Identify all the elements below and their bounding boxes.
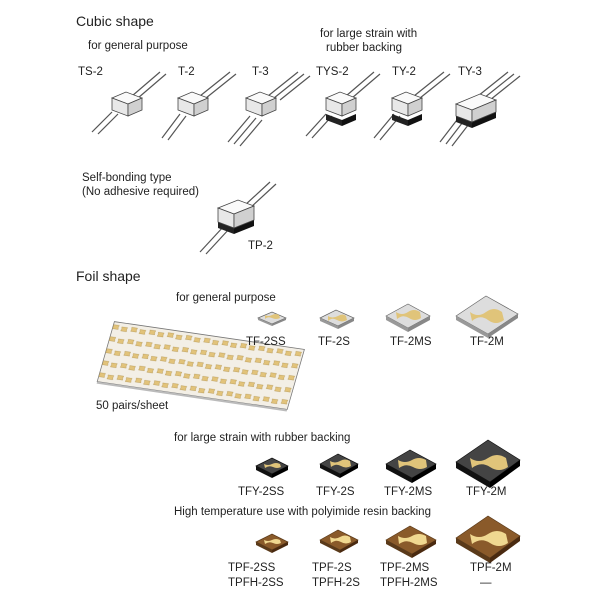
foil-polyimide-item: TPF-2M (470, 562, 512, 574)
cubic-shape-heading: Cubic shape (76, 13, 154, 29)
foil-polyimide-item: TPF-2S (312, 562, 352, 574)
cubic-item-label: TS-2 (78, 66, 103, 78)
foil-polyimide-h-item: TPFH-2MS (380, 577, 438, 589)
foil-rubber-item: TFY-2SS (238, 486, 285, 498)
cubic-large-strain-label-1: for large strain with (320, 28, 418, 40)
tfy-2m-icon (455, 439, 521, 488)
ty3-gauge-icon (439, 71, 521, 147)
foil-general-item: TF-2S (318, 336, 350, 348)
tp2-label: TP-2 (248, 240, 273, 252)
tpf-2m-icon (455, 515, 521, 563)
foil-general-item: TF-2MS (390, 336, 432, 348)
tf-2ss-icon (257, 311, 287, 326)
sheet-label: 50 pairs/sheet (96, 400, 169, 412)
self-bonding-label-1: Self-bonding type (82, 172, 172, 184)
foil-polyimide-item: TPF-2SS (228, 562, 276, 574)
foil-rubber-item: TFY-2MS (384, 486, 433, 498)
foil-sheet-icon (96, 321, 305, 412)
tpf-2ms-icon (385, 525, 437, 558)
foil-general-label: for general purpose (176, 292, 276, 304)
tf-2m-icon (455, 295, 519, 338)
cubic-item-label: TY-2 (392, 66, 416, 78)
foil-polyimide-h-item: TPFH-2SS (228, 577, 284, 589)
tfy-2s-icon (319, 453, 359, 478)
tfy-2ms-icon (385, 449, 437, 483)
tpf-2ss-icon (255, 533, 289, 553)
tf-2s-icon (319, 309, 355, 329)
ty2-gauge-icon (373, 71, 451, 141)
foil-polyimide-item: TPF-2MS (380, 562, 430, 574)
tys2-gauge-icon (305, 71, 381, 139)
foil-rubber-item: TFY-2M (466, 486, 507, 498)
foil-general-item: TF-2SS (246, 336, 286, 348)
tf-2ms-icon (385, 303, 431, 332)
cubic-item-label: T-2 (178, 66, 195, 78)
foil-polyimide-h-item: — (480, 577, 492, 589)
foil-rubber-item: TFY-2S (316, 486, 355, 498)
ts2-gauge-icon (91, 71, 167, 135)
foil-polyimide-h-item: TPFH-2S (312, 577, 360, 589)
t2-gauge-icon (161, 71, 237, 141)
self-bonding-label-2: (No adhesive required) (82, 186, 199, 198)
foil-shape-heading: Foil shape (76, 268, 141, 284)
cubic-item-label: TYS-2 (316, 66, 349, 78)
cubic-large-strain-label-2: rubber backing (326, 42, 403, 54)
foil-general-item: TF-2M (470, 336, 504, 348)
tfy-2ss-icon (255, 457, 289, 478)
foil-rubber-label: for large strain with rubber backing (174, 432, 351, 444)
t3-gauge-icon (227, 71, 311, 147)
tpf-2s-icon (319, 529, 359, 553)
cubic-general-label: for general purpose (88, 40, 188, 52)
cubic-item-label: TY-3 (458, 66, 482, 78)
cubic-item-label: T-3 (252, 66, 269, 78)
tp2-gauge-icon (199, 181, 277, 255)
foil-polyimide-label: High temperature use with polyimide resi… (174, 506, 431, 518)
